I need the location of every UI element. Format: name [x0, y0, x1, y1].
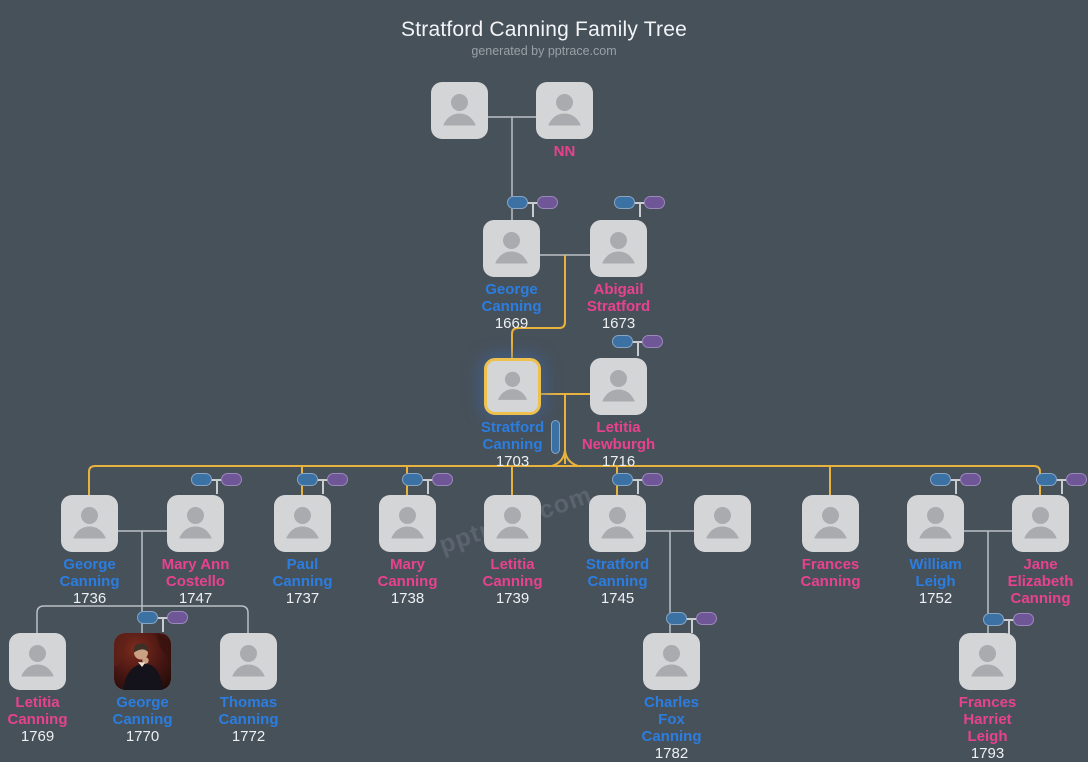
person-card-letitia-canning-1739[interactable] [484, 495, 541, 552]
toggle-group [930, 473, 982, 495]
expand-branch-toggle-purple[interactable] [696, 612, 717, 625]
person-card-letitia-canning-1769[interactable] [9, 633, 66, 690]
person-card-mary-canning-1738[interactable] [379, 495, 436, 552]
expand-branch-toggle-blue[interactable] [507, 196, 528, 209]
toggle-group [666, 612, 718, 634]
toggle-group [612, 473, 664, 495]
expand-branch-toggle-blue[interactable] [666, 612, 687, 625]
person-card-stratford-canning-1703[interactable] [484, 358, 541, 415]
page-subtitle: generated by pptrace.com [0, 44, 1088, 58]
person-icon [167, 495, 224, 552]
couple-collapse-handle[interactable] [551, 420, 560, 454]
toggle-group [983, 613, 1035, 635]
person-card-george-canning-1736[interactable] [61, 495, 118, 552]
expand-branch-toggle-blue[interactable] [191, 473, 212, 486]
person-card-spouse-unknown-1[interactable] [694, 495, 751, 552]
person-card-frances-harriet-leigh-1793[interactable] [959, 633, 1016, 690]
expand-branch-toggle-purple[interactable] [167, 611, 188, 624]
person-icon [590, 358, 647, 415]
person-icon [220, 633, 277, 690]
person-icon [802, 495, 859, 552]
toggle-group [614, 196, 666, 218]
person-icon [907, 495, 964, 552]
expand-branch-toggle-purple[interactable] [327, 473, 348, 486]
person-card-william-leigh-1752[interactable] [907, 495, 964, 552]
person-card-jane-elizabeth-canning[interactable] [1012, 495, 1069, 552]
person-card-letitia-newburgh-1716[interactable] [590, 358, 647, 415]
person-card-nn[interactable] [536, 82, 593, 139]
toggle-stub-line [427, 480, 429, 494]
toggle-stub-line [1008, 620, 1010, 634]
person-icon [483, 220, 540, 277]
person-icon [487, 361, 538, 412]
portrait-image [114, 633, 171, 690]
expand-branch-toggle-purple[interactable] [537, 196, 558, 209]
expand-branch-toggle-purple[interactable] [644, 196, 665, 209]
person-icon [590, 220, 647, 277]
toggle-group [402, 473, 454, 495]
toggle-stub-line [955, 480, 957, 494]
toggle-stub-line [639, 203, 641, 217]
person-icon [1012, 495, 1069, 552]
expand-branch-toggle-purple[interactable] [432, 473, 453, 486]
expand-branch-toggle-purple[interactable] [642, 335, 663, 348]
person-icon [589, 495, 646, 552]
person-icon [484, 495, 541, 552]
person-card-george-canning-1770[interactable] [114, 633, 171, 690]
toggle-stub-line [637, 342, 639, 356]
person-card-ancestor-unknown-1[interactable] [431, 82, 488, 139]
toggle-group [137, 611, 189, 633]
person-card-charles-fox-canning-1782[interactable] [643, 633, 700, 690]
person-icon [379, 495, 436, 552]
person-icon [536, 82, 593, 139]
person-icon [959, 633, 1016, 690]
toggle-stub-line [532, 203, 534, 217]
toggle-group [1036, 473, 1088, 495]
toggle-group [297, 473, 349, 495]
person-card-abigail-stratford-1673[interactable] [590, 220, 647, 277]
toggle-stub-line [162, 618, 164, 632]
person-card-mary-ann-costello-1747[interactable] [167, 495, 224, 552]
person-icon [61, 495, 118, 552]
toggle-group [612, 335, 664, 357]
expand-branch-toggle-blue[interactable] [1036, 473, 1057, 486]
person-icon [431, 82, 488, 139]
person-card-thomas-canning-1772[interactable] [220, 633, 277, 690]
expand-branch-toggle-purple[interactable] [642, 473, 663, 486]
toggle-stub-line [216, 480, 218, 494]
toggle-group [507, 196, 559, 218]
expand-branch-toggle-blue[interactable] [983, 613, 1004, 626]
person-icon [274, 495, 331, 552]
toggle-group [191, 473, 243, 495]
person-card-paul-canning-1737[interactable] [274, 495, 331, 552]
toggle-stub-line [637, 480, 639, 494]
expand-branch-toggle-blue[interactable] [930, 473, 951, 486]
expand-branch-toggle-purple[interactable] [221, 473, 242, 486]
person-icon [9, 633, 66, 690]
person-icon [643, 633, 700, 690]
expand-branch-toggle-blue[interactable] [612, 473, 633, 486]
toggle-stub-line [322, 480, 324, 494]
expand-branch-toggle-blue[interactable] [614, 196, 635, 209]
expand-branch-toggle-blue[interactable] [137, 611, 158, 624]
toggle-stub-line [691, 619, 693, 633]
expand-branch-toggle-blue[interactable] [612, 335, 633, 348]
person-card-frances-canning[interactable] [802, 495, 859, 552]
toggle-stub-line [1061, 480, 1063, 494]
expand-branch-toggle-blue[interactable] [402, 473, 423, 486]
expand-branch-toggle-purple[interactable] [960, 473, 981, 486]
page-title: Stratford Canning Family Tree [0, 18, 1088, 42]
person-card-stratford-canning-1745[interactable] [589, 495, 646, 552]
expand-branch-toggle-purple[interactable] [1066, 473, 1087, 486]
expand-branch-toggle-blue[interactable] [297, 473, 318, 486]
expand-branch-toggle-purple[interactable] [1013, 613, 1034, 626]
person-icon [694, 495, 751, 552]
person-card-george-canning-1669[interactable] [483, 220, 540, 277]
